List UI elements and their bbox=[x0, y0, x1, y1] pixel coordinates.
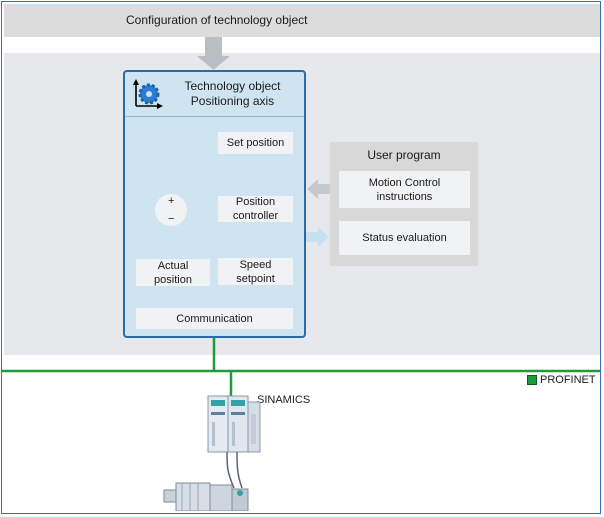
profinet-legend: PROFINET bbox=[527, 374, 596, 387]
servo-motor-icon bbox=[163, 482, 249, 511]
configuration-title: Configuration of technology object bbox=[126, 13, 308, 27]
set-position-block: Set position bbox=[218, 132, 293, 154]
motion-control-line-2: instructions bbox=[376, 190, 433, 203]
axis-gear-icon bbox=[133, 79, 163, 109]
motion-control-block: Motion Control instructions bbox=[339, 171, 470, 208]
minus-sign: − bbox=[168, 213, 175, 225]
profinet-legend-square bbox=[527, 375, 537, 386]
title-line-1: Technology object bbox=[184, 79, 281, 93]
actual-position-block: Actual position bbox=[136, 259, 210, 286]
user-program-box: User program Motion Control instructions… bbox=[330, 142, 478, 266]
motion-control-line-1: Motion Control bbox=[368, 176, 441, 189]
summing-junction bbox=[155, 194, 187, 226]
speed-setpoint-line-2: setpoint bbox=[236, 272, 275, 285]
title-line-2: Positioning axis bbox=[190, 94, 275, 108]
config-down-arrow bbox=[197, 37, 230, 70]
status-evaluation-block: Status evaluation bbox=[339, 221, 470, 255]
configuration-bar: Configuration of technology object bbox=[4, 4, 600, 37]
plus-sign: + bbox=[168, 195, 175, 207]
communication-block: Communication bbox=[136, 308, 293, 329]
position-controller-block: Position controller bbox=[218, 196, 293, 222]
position-controller-line-1: Position bbox=[235, 196, 276, 208]
technology-object-header: Technology object Positioning axis bbox=[125, 72, 304, 117]
sinamics-label: SINAMICS bbox=[257, 394, 311, 406]
position-controller-line-2: controller bbox=[232, 210, 279, 222]
object-to-status-arrow bbox=[306, 227, 329, 247]
speed-setpoint-line-1: Speed bbox=[239, 258, 272, 271]
actual-position-line-2: position bbox=[154, 273, 192, 286]
drive-unit-icon bbox=[207, 395, 261, 453]
speed-setpoint-block: Speed setpoint bbox=[218, 258, 293, 285]
user-program-to-object-arrow bbox=[307, 179, 330, 199]
technology-object-title: Technology object Positioning axis bbox=[161, 79, 304, 109]
user-program-title: User program bbox=[367, 148, 441, 162]
profinet-label: PROFINET bbox=[540, 374, 596, 386]
motor-cable bbox=[226, 452, 243, 489]
actual-position-line-1: Actual bbox=[157, 259, 189, 272]
